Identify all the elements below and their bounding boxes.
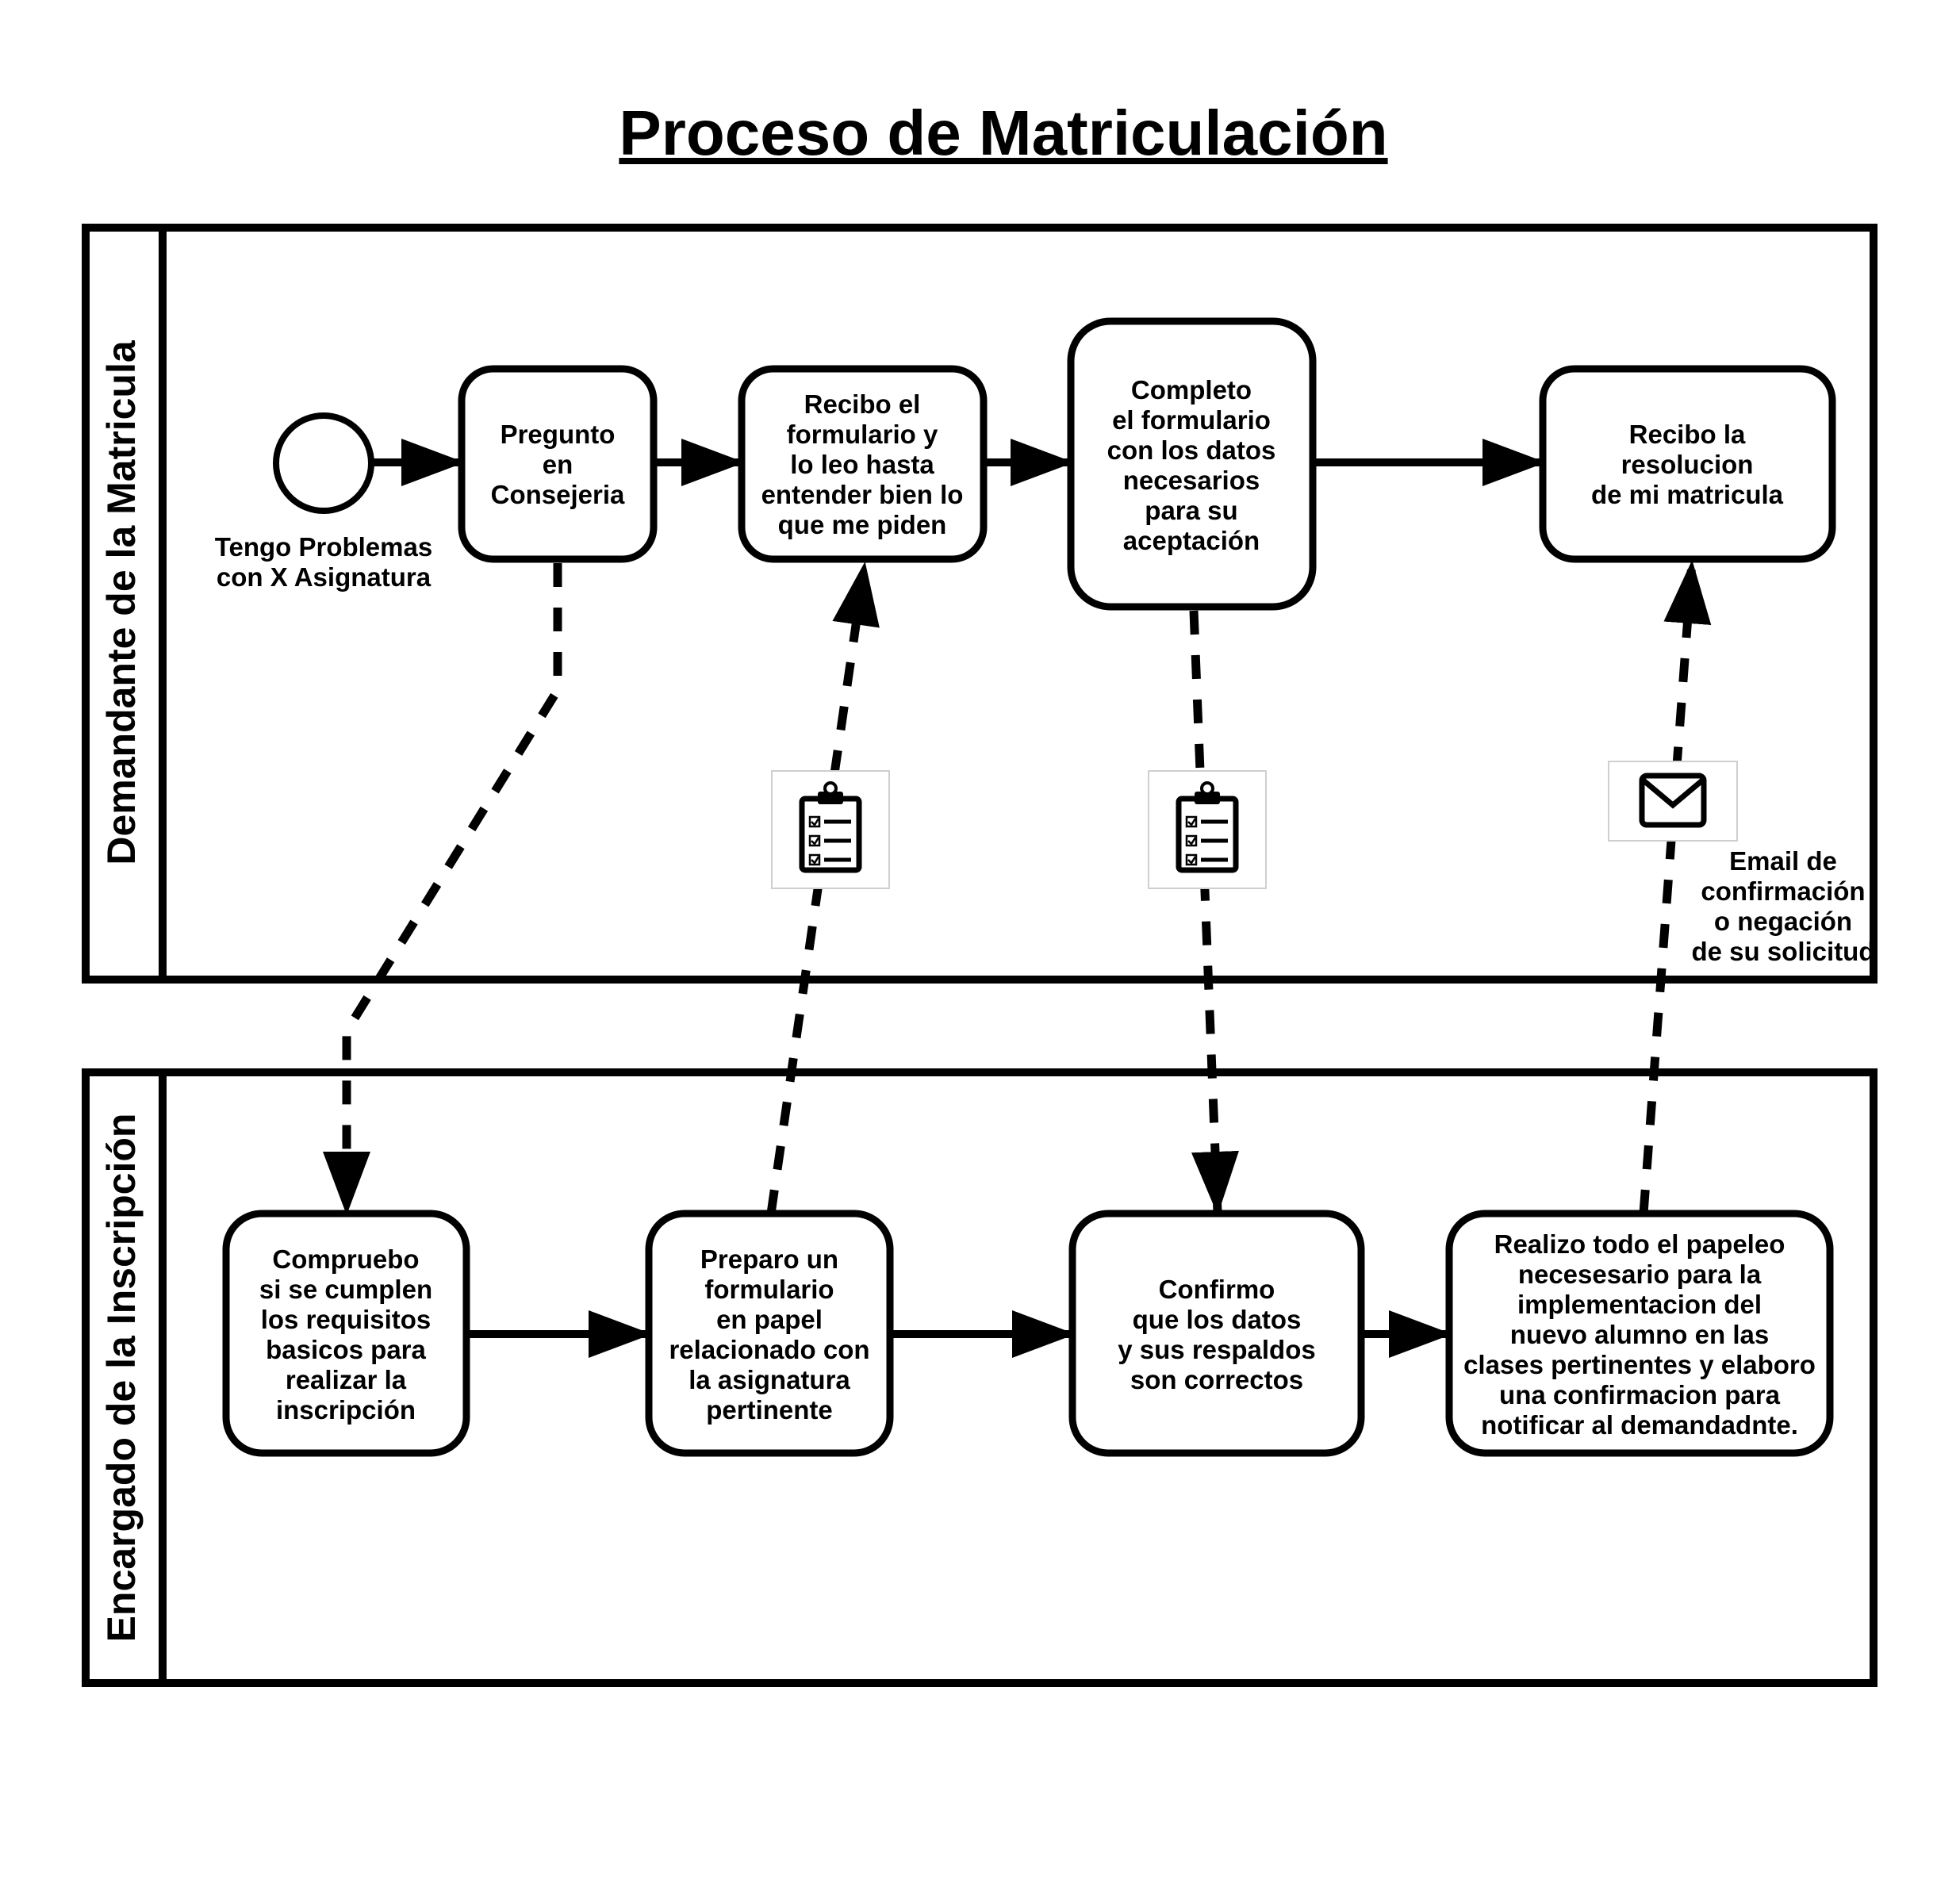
message-realizo-to-resolucion	[1639, 560, 1712, 1214]
label-line: entender bien lo	[761, 480, 964, 509]
label-line: inscripción	[276, 1395, 416, 1425]
label-line: Tengo Problemas	[215, 532, 432, 562]
label-line: basicos para	[266, 1335, 426, 1364]
label-line: implementacion del	[1517, 1290, 1762, 1319]
label-line: con los datos	[1107, 435, 1276, 465]
label-line: relacionado con	[669, 1335, 869, 1364]
label-line: de mi matricula	[1591, 480, 1784, 509]
label-line: Recibo la	[1629, 420, 1746, 449]
clipboard-checklist-icon	[771, 770, 890, 889]
lane-label-demandante: Demandante de la Matricula	[99, 339, 144, 865]
label-line: resolucion	[1621, 450, 1754, 479]
label-line: el formulario	[1112, 405, 1271, 435]
message-pregunto-to-compruebo	[323, 563, 562, 1215]
label-line: Realizo todo el papeleo	[1494, 1229, 1785, 1259]
label-line: con X Asignatura	[217, 562, 432, 592]
label-line: Email de	[1729, 846, 1837, 876]
lane-demandante: Demandante de la Matricula	[82, 224, 1878, 984]
label-line: Preparo un	[700, 1244, 838, 1274]
label-line: la asignatura	[688, 1365, 850, 1394]
label-line: clases pertinentes y elaboro	[1463, 1350, 1816, 1379]
label-line: una confirmacion para	[1499, 1380, 1781, 1409]
label-line: de su solicitud	[1691, 937, 1874, 966]
label-line: aceptación	[1123, 526, 1260, 555]
label-line: en	[543, 450, 573, 479]
label-line: en papel	[716, 1305, 823, 1334]
label-line: nuevo alumno en las	[1510, 1320, 1769, 1349]
label-line: formulario y	[787, 420, 938, 449]
label-line: y sus respaldos	[1118, 1335, 1315, 1364]
label-line: son correctos	[1130, 1365, 1303, 1394]
message-flows	[323, 560, 1712, 1215]
lane-label-encargado: Encargado de la Inscripción	[99, 1114, 144, 1643]
label-line: notificar al demandadnte.	[1481, 1410, 1798, 1440]
envelope-icon	[1608, 761, 1738, 842]
label-line: Confirmo	[1159, 1275, 1275, 1304]
label-line: para su	[1145, 496, 1237, 525]
label-line: realizar la	[286, 1365, 407, 1394]
label-line: si se cumplen	[259, 1275, 432, 1304]
label-line: que los datos	[1133, 1305, 1302, 1334]
label-line: necesesario para la	[1518, 1260, 1762, 1289]
clipboard-checklist-icon	[1148, 770, 1267, 889]
label-line: Recibo el	[804, 389, 921, 419]
label-line: pertinente	[706, 1395, 833, 1425]
label-line: necesarios	[1123, 466, 1260, 495]
label-line: confirmación	[1701, 876, 1865, 906]
label-line: Consejeria	[491, 480, 625, 509]
label-line: Compruebo	[272, 1244, 419, 1274]
start-event[interactable]	[273, 412, 374, 514]
label-line: o negación	[1714, 907, 1852, 936]
label-line: Completo	[1131, 375, 1252, 405]
label-line: formulario	[704, 1275, 834, 1304]
label-line: los requisitos	[261, 1305, 432, 1334]
sequence-flows	[371, 439, 1546, 1358]
label-line: Pregunto	[501, 420, 616, 449]
diagram-title: Proceso de Matriculación	[619, 98, 1387, 168]
lane-encargado: Encargado de la Inscripción	[82, 1068, 1878, 1687]
label-line: lo leo hasta	[790, 450, 934, 479]
label-line: que me piden	[778, 510, 947, 539]
message-completo-to-confirmo	[1189, 610, 1239, 1215]
